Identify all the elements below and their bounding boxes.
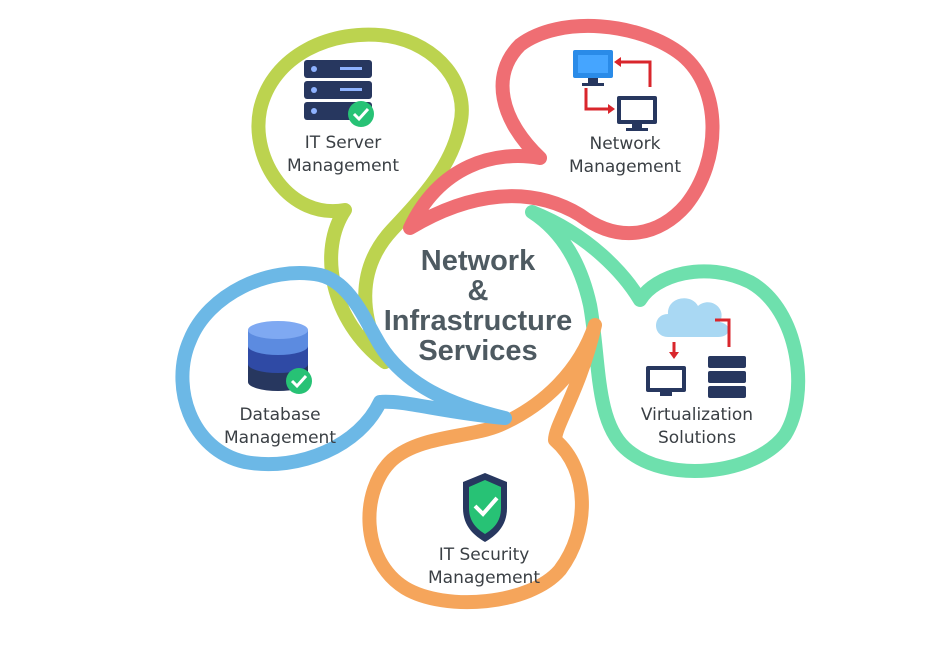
segment-network-label-line-1: Network	[589, 134, 661, 154]
segment-it-server-label: IT Server Management	[287, 132, 399, 178]
cloud-server-icon	[646, 298, 746, 398]
segment-network-outline	[403, 18, 720, 241]
segment-virtualization-label-line-2: Solutions	[657, 428, 737, 448]
segment-it-server-outline	[251, 27, 469, 369]
networked-computers-icon	[573, 50, 657, 131]
center-title-line-2: &	[467, 275, 489, 307]
segment-network-label-line-2: Management	[569, 157, 681, 177]
segment-virtualization-label: Virtualization Solutions	[641, 404, 753, 450]
segment-security-label-line-2: Management	[428, 568, 540, 588]
segment-security-label: IT Security Management	[428, 544, 540, 590]
segment-it-server-label-line-2: Management	[287, 156, 399, 176]
segment-database-label: Database Management	[224, 404, 336, 450]
segment-virtualization-outline	[525, 205, 806, 479]
segment-security-outline	[362, 318, 602, 610]
segment-security-label-line-1: IT Security	[438, 545, 530, 565]
segment-database-label-line-1: Database	[239, 405, 321, 425]
center-title-line-3: Infrastructure	[383, 305, 573, 337]
server-rack-check-icon	[304, 60, 374, 127]
segment-database-outline	[175, 266, 512, 472]
center-title-line-1: Network	[420, 245, 536, 277]
shield-check-icon	[463, 473, 507, 542]
database-check-icon	[248, 321, 312, 394]
segment-database-label-line-2: Management	[224, 428, 336, 448]
center-title: Network & Infrastructure Services	[384, 246, 573, 366]
center-title-line-4: Services	[418, 335, 538, 367]
segment-virtualization-label-line-1: Virtualization	[640, 405, 754, 425]
segment-network-label: Network Management	[569, 133, 681, 179]
segment-it-server-label-line-1: IT Server	[304, 133, 382, 153]
